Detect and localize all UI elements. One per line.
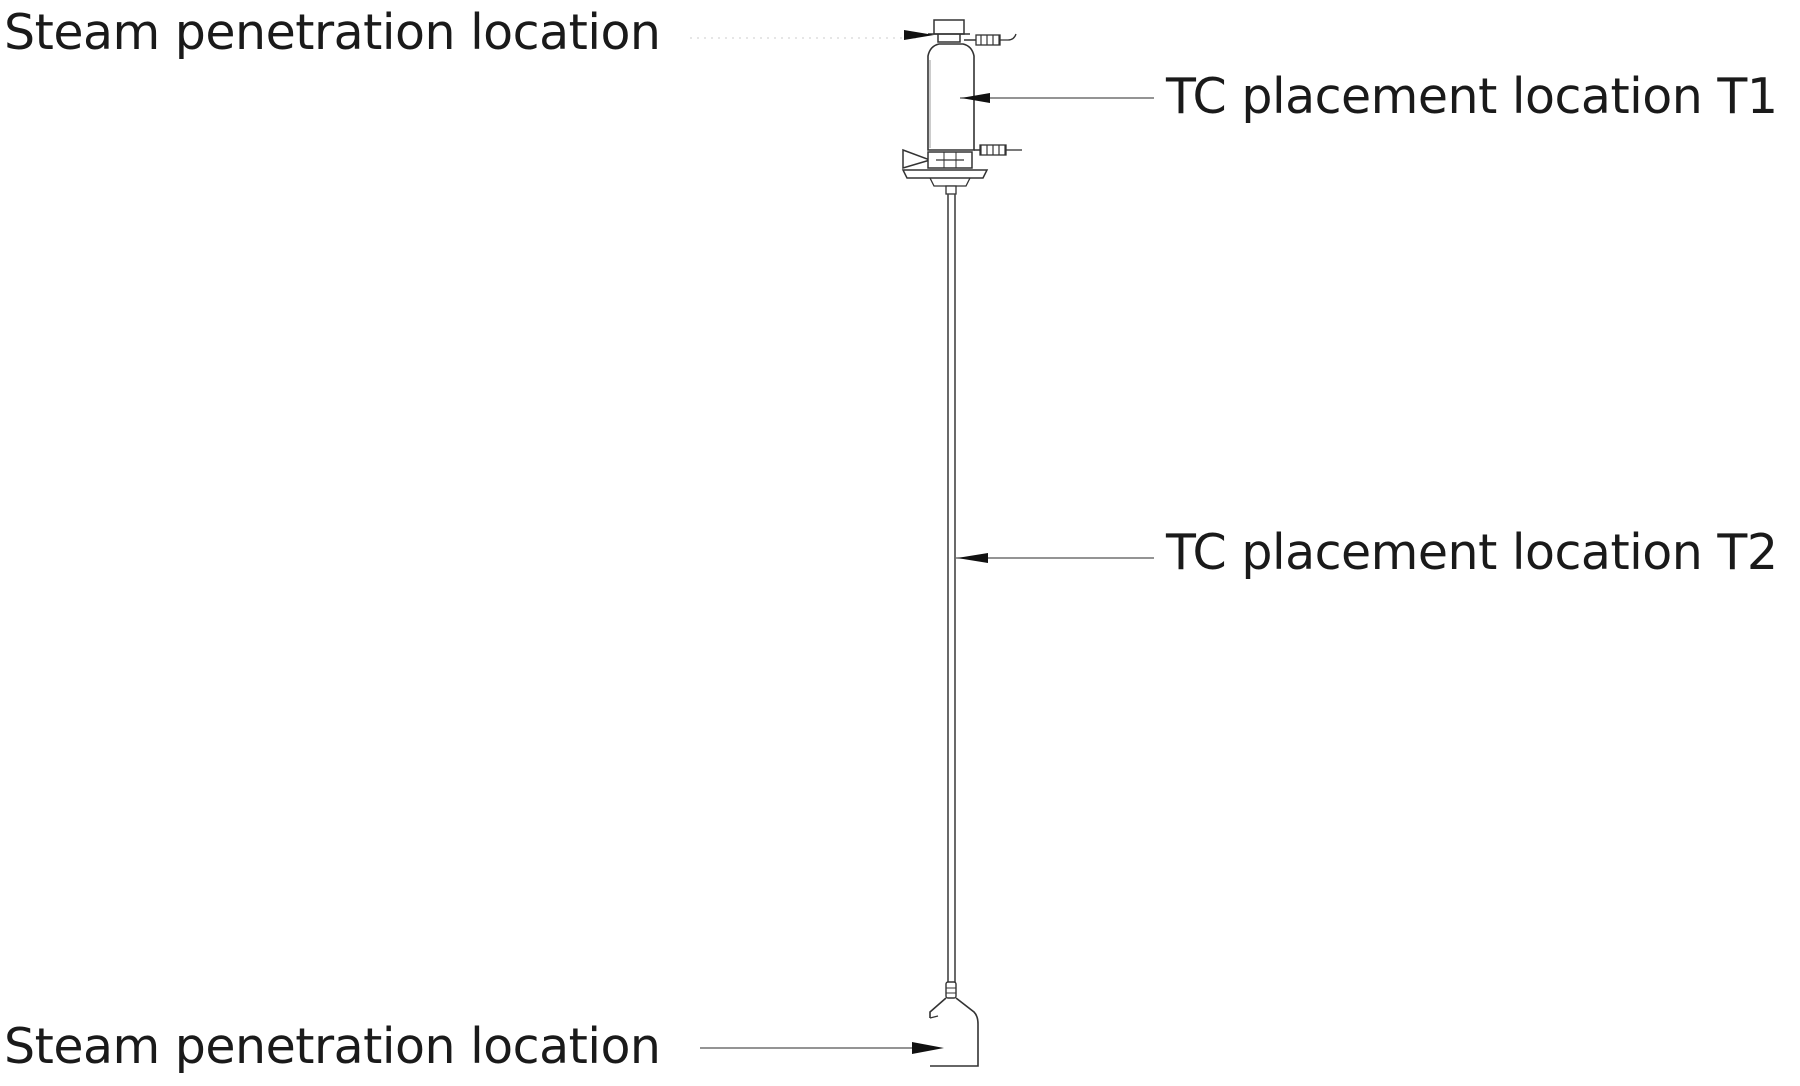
mid-coil-fitting	[974, 144, 1022, 156]
base-clamp-assembly	[901, 148, 989, 187]
bottom-connector	[945, 981, 957, 999]
steam-penetration-label-bottom: Steam penetration location	[4, 1018, 661, 1075]
top-coil-fitting	[964, 33, 1017, 46]
tc-t2-arrow-icon	[956, 553, 1154, 563]
tc-placement-label-t1: TC placement location T1	[1166, 68, 1778, 125]
top-cap	[928, 19, 970, 43]
long-tube	[945, 185, 957, 982]
bottom-bottle	[929, 997, 979, 1067]
tc-placement-label-t2: TC placement location T2	[1166, 524, 1778, 581]
steam-penetration-label-top: Steam penetration location	[4, 4, 661, 61]
tc-t1-arrow-icon	[960, 93, 1154, 103]
top-steam-arrow-icon	[690, 30, 934, 40]
bottom-steam-arrow-icon	[700, 1042, 944, 1054]
